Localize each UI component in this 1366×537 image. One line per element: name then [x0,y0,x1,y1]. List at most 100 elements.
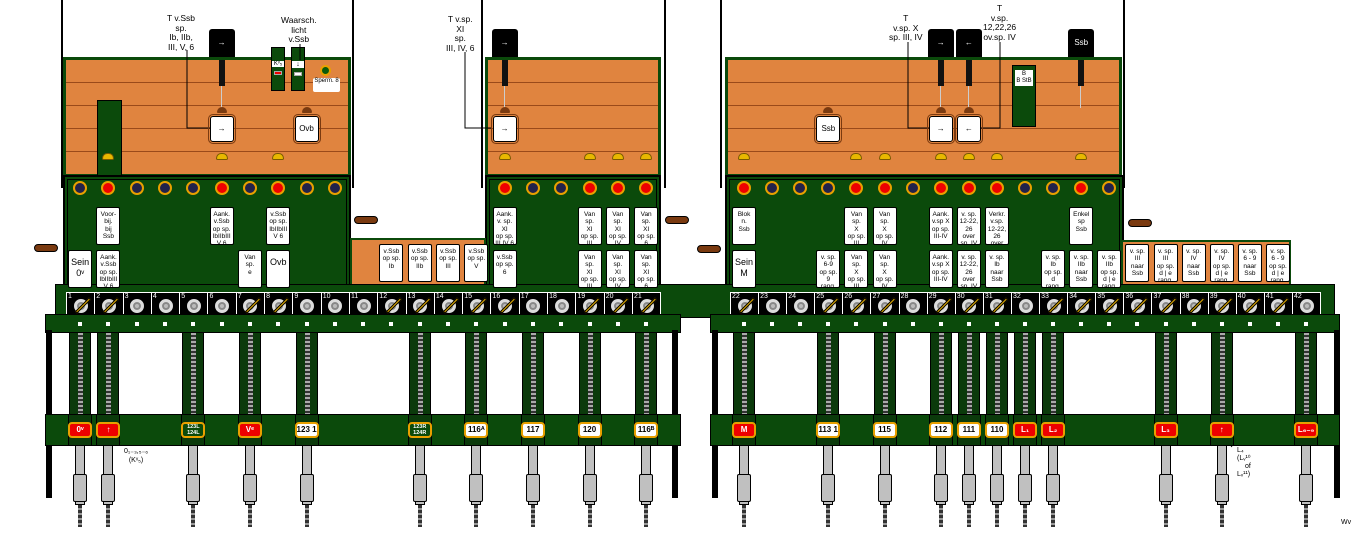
lever-22[interactable]: 22 [731,293,760,317]
card-text: IV [881,240,888,245]
lever-39[interactable]: 39 [1209,293,1237,317]
lever-28[interactable]: 28 [900,293,928,317]
lever-grip[interactable] [1299,474,1314,502]
card-text: IV [614,283,621,288]
lever-grip[interactable] [299,474,314,502]
crank-handle[interactable] [697,245,721,253]
lever-grip[interactable] [1158,474,1173,502]
lever-grip[interactable] [1046,474,1061,502]
knob-icon[interactable] [1075,153,1088,160]
lever-2[interactable]: 2 [95,293,124,317]
lever-7[interactable]: 7 [237,293,266,317]
knob-icon[interactable] [738,153,751,160]
lever-grip[interactable] [933,474,948,502]
knob-icon[interactable] [583,153,596,160]
crank-handle[interactable] [34,244,58,252]
lever-26[interactable]: 26 [843,293,872,317]
lever-grip[interactable] [639,474,654,502]
lever-grip[interactable] [412,474,427,502]
lever-15[interactable]: 15 [463,293,492,317]
lever-32[interactable]: 32 [1012,293,1041,317]
lever-24[interactable]: 24 [787,293,816,317]
knob-icon[interactable] [215,153,228,160]
lever-grip[interactable] [737,474,752,502]
lever-grip[interactable] [877,474,892,502]
lever-grip[interactable] [989,474,1004,502]
lever-grip[interactable] [525,474,540,502]
knob-icon[interactable] [640,153,653,160]
lever-34[interactable]: 34 [1068,293,1097,317]
lever-grip[interactable] [1214,474,1229,502]
lever-18[interactable]: 18 [548,293,577,317]
lever-23[interactable]: 23 [759,293,788,317]
lever-grip[interactable] [821,474,836,502]
card-text: Van [850,254,862,261]
guide-bar-dot [1247,322,1252,326]
lever-35[interactable]: 35 [1096,293,1125,317]
card-text: sp. IV [960,283,978,288]
lever-19[interactable]: 19 [576,293,605,317]
knob-icon[interactable] [962,153,975,160]
lever-42[interactable]: 42 [1293,293,1322,317]
lever-21[interactable]: 21 [633,293,662,317]
crank-handle[interactable] [665,216,689,224]
lever-11[interactable]: 11 [350,293,379,317]
lever-grip[interactable] [1018,474,1033,502]
lever-10[interactable]: 10 [322,293,350,317]
card-text: op sp. [637,275,655,283]
knob-icon[interactable] [934,153,947,160]
lever-1[interactable]: 1 [67,293,96,317]
lever-30[interactable]: 30 [956,293,984,317]
guide-bar-dot [502,322,507,326]
red-lamp-icon [1074,181,1089,195]
lever-37[interactable]: 37 [1153,293,1181,317]
lever-25[interactable]: 25 [815,293,844,317]
lever-3[interactable]: 3 [124,293,152,317]
lever-27[interactable]: 27 [872,293,900,317]
lever-grip[interactable] [961,474,976,502]
knob-icon[interactable] [102,153,115,160]
card-text: Ssb [1188,269,1200,277]
knob-icon[interactable] [850,153,863,160]
knob-icon[interactable] [498,153,511,160]
box-knob-icon [823,107,834,113]
knob-icon[interactable] [272,153,285,160]
lever-31[interactable]: 31 [984,293,1012,317]
lever-14[interactable]: 14 [435,293,464,317]
card-text: op sp. [608,275,627,283]
crank-handle[interactable] [354,216,378,224]
lever-9[interactable]: 9 [293,293,322,317]
lever-grip[interactable] [73,474,88,502]
lever-8[interactable]: 8 [265,293,294,317]
lever-6[interactable]: 6 [209,293,237,317]
crank-handle[interactable] [1128,219,1152,227]
lever-36[interactable]: 36 [1124,293,1153,317]
lever-40[interactable]: 40 [1237,293,1265,317]
lever-41[interactable]: 41 [1265,293,1293,317]
lever-grip[interactable] [469,474,484,502]
lever-38[interactable]: 38 [1181,293,1209,317]
lever-grip[interactable] [186,474,201,502]
card-text: Ovb [269,257,287,267]
lever-20[interactable]: 20 [605,293,633,317]
lever-grip[interactable] [101,474,116,502]
lever-13[interactable]: 13 [407,293,435,317]
lever-29[interactable]: 29 [928,293,956,317]
card-text: III [1134,255,1141,263]
lever-33[interactable]: 33 [1040,293,1069,317]
knob-icon[interactable] [990,153,1003,160]
lever-17[interactable]: 17 [520,293,549,317]
guide-bar-dot [994,322,999,326]
lever-5[interactable]: 5 [180,293,209,317]
card-text: Van [584,211,596,218]
lever-grip[interactable] [582,474,597,502]
lever-16[interactable]: 16 [492,293,520,317]
knob-icon[interactable] [878,153,891,160]
lever-grip[interactable] [242,474,257,502]
card-text: XI [614,268,621,276]
lever-number: 5 [181,293,186,300]
lever-4[interactable]: 4 [152,293,181,317]
knob-icon[interactable] [611,153,624,160]
lever-rod [1295,332,1318,416]
lever-12[interactable]: 12 [378,293,407,317]
